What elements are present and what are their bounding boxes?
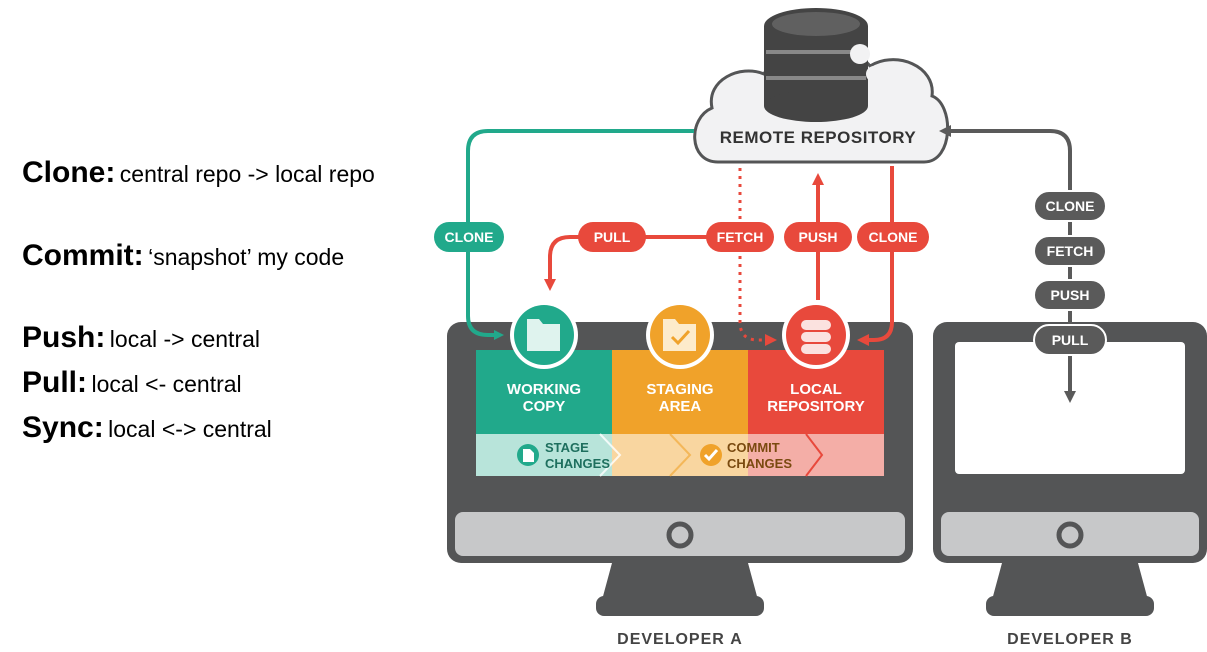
stage-changes-label-2: CHANGES: [545, 456, 610, 471]
commit-changes: COMMIT CHANGES: [700, 440, 792, 471]
clone-pill-a-left: CLONE: [434, 222, 504, 252]
developer-b-monitor: [933, 322, 1207, 616]
monitor-b-screen: [955, 342, 1185, 474]
pull-pill-b: PULL: [1033, 324, 1107, 356]
working-copy-label-2: COPY: [523, 398, 566, 415]
term-commit: Commit: ‘snapshot’ my code: [22, 239, 344, 273]
push-pill-label: PUSH: [799, 229, 838, 245]
monitor-b-base: [986, 596, 1154, 616]
developer-a-label-prefix: DEVELOPER: [617, 631, 730, 648]
monitor-b-power-icon: [1056, 521, 1084, 549]
local-repository-label: LOCAL: [790, 381, 842, 398]
fetch-pill: FETCH: [706, 222, 774, 252]
term-commit-label: Commit:: [22, 239, 144, 272]
checkmark-icon: [700, 444, 722, 466]
remote-repository-label: REMOTE REPOSITORY: [720, 128, 917, 147]
monitor-a-base: [596, 596, 764, 616]
stage-changes: STAGE CHANGES: [517, 440, 610, 471]
folder-icon: [510, 301, 578, 369]
term-clone-label: Clone:: [22, 156, 116, 189]
monitor-a-chin: [455, 512, 905, 556]
monitor-a-power-icon: [666, 521, 694, 549]
remote-repository-cloud: REMOTE REPOSITORY: [693, 8, 950, 164]
developer-b-sync-arrow: [939, 125, 1072, 380]
pull-pill: PULL: [578, 222, 646, 252]
server-stack-icon: [764, 8, 882, 122]
document-icon: [517, 444, 539, 466]
term-pull: Pull: local <- central: [22, 366, 242, 400]
fetch-pill-b: FETCH: [1033, 235, 1107, 267]
pull-pill-label: PULL: [594, 229, 631, 245]
monitor-b-chin: [941, 512, 1199, 556]
chevron-right-icon: [805, 433, 824, 477]
fetch-dotted-arrow: [738, 168, 777, 346]
push-pill-b: PUSH: [1033, 279, 1107, 311]
clone-pill-b-label: CLONE: [1046, 198, 1095, 214]
term-commit-desc: ‘snapshot’ my code: [148, 244, 345, 270]
staging-area-label: STAGING: [646, 381, 713, 398]
commit-changes-label: COMMIT: [727, 440, 780, 455]
developer-b-label-prefix: DEVELOPER: [1007, 631, 1120, 648]
pull-arrow: [544, 235, 612, 291]
database-icon: [782, 301, 850, 369]
git-terms-list: Clone: central repo -> local repo Commit…: [22, 0, 432, 652]
term-pull-label: Pull:: [22, 366, 87, 399]
chevron-right-icon: [669, 433, 692, 477]
monitor-a-stand: [602, 563, 758, 600]
stage-changes-label: STAGE: [545, 440, 589, 455]
developer-a-label: DEVELOPER A: [617, 631, 743, 648]
term-sync-label: Sync:: [22, 411, 104, 444]
pull-pill-b-label: PULL: [1052, 332, 1089, 348]
folder-check-icon: [646, 301, 714, 369]
fetch-pill-label: FETCH: [717, 229, 764, 245]
push-pill: PUSH: [784, 222, 852, 252]
term-push-desc: local -> central: [109, 326, 261, 352]
developer-b-label: DEVELOPER B: [1007, 631, 1133, 648]
clone-pill-label: CLONE: [445, 229, 494, 245]
clone-red-arrow: [857, 166, 894, 346]
term-push: Push: local -> central: [22, 321, 260, 355]
term-sync: Sync: local <-> central: [22, 411, 272, 445]
staging-area-label-2: AREA: [659, 398, 702, 415]
term-pull-desc: local <- central: [91, 371, 242, 397]
term-clone: Clone: central repo -> local repo: [22, 156, 375, 190]
fetch-pill-b-label: FETCH: [1047, 243, 1094, 259]
monitor-b-stand: [992, 563, 1148, 600]
clone-pill-label: CLONE: [869, 229, 918, 245]
chevron-right-icon: [599, 433, 622, 477]
clone-pill-b: CLONE: [1033, 190, 1107, 222]
term-clone-desc: central repo -> local repo: [119, 161, 375, 187]
push-pill-b-label: PUSH: [1051, 287, 1090, 303]
clone-pill-a-right: CLONE: [857, 222, 929, 252]
term-push-label: Push:: [22, 321, 106, 354]
working-copy-label: WORKING: [507, 381, 581, 398]
commit-changes-label-2: CHANGES: [727, 456, 792, 471]
term-sync-desc: local <-> central: [108, 416, 272, 442]
local-repository-label-2: REPOSITORY: [767, 398, 865, 415]
developer-a-letter: A: [730, 631, 743, 648]
developer-b-letter: B: [1120, 631, 1133, 648]
